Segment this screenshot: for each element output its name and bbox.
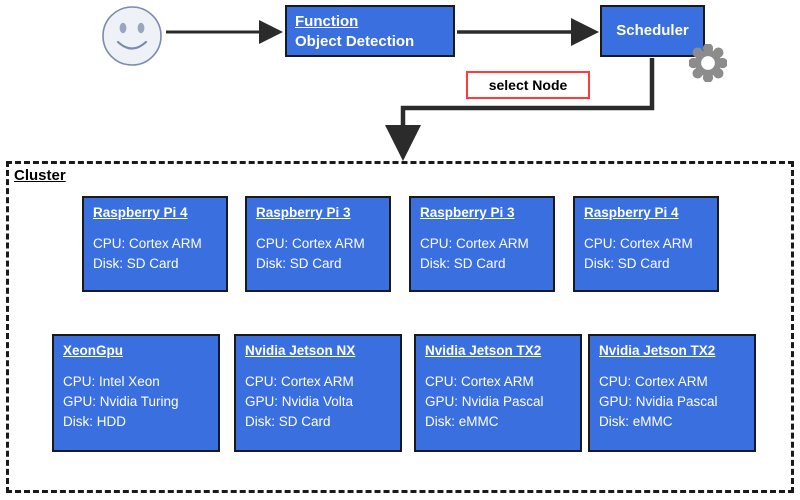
node-specs: CPU: Cortex ARM Disk: SD Card (256, 234, 381, 274)
gear-icon (689, 44, 727, 82)
function-box[interactable]: Function Object Detection (285, 5, 455, 57)
cluster-node-box[interactable]: Nvidia Jetson TX2 CPU: Cortex ARM GPU: N… (588, 334, 756, 452)
cluster-node-box[interactable]: Nvidia Jetson TX2 CPU: Cortex ARM GPU: N… (414, 334, 582, 452)
node-spec: CPU: Intel Xeon (63, 374, 160, 389)
node-title: XeonGpu (63, 343, 123, 358)
node-title: Raspberry Pi 4 (93, 205, 188, 220)
node-spec: CPU: Cortex ARM (599, 374, 708, 389)
node-title: Nvidia Jetson NX (245, 343, 356, 358)
node-title: Raspberry Pi 3 (256, 205, 351, 220)
node-title: Nvidia Jetson TX2 (425, 343, 542, 358)
node-spec: GPU: Nvidia Pascal (425, 394, 544, 409)
scheduler-title: Scheduler (616, 22, 689, 39)
node-spec: CPU: Cortex ARM (420, 236, 529, 251)
node-spec: GPU: Nvidia Volta (245, 394, 354, 409)
node-spec: Disk: HDD (63, 414, 126, 429)
cluster-node-box[interactable]: Raspberry Pi 3 CPU: Cortex ARM Disk: SD … (409, 196, 555, 292)
node-spec: Disk: eMMC (425, 414, 499, 429)
node-spec: Disk: SD Card (420, 256, 506, 271)
node-title: Nvidia Jetson TX2 (599, 343, 716, 358)
function-subtitle: Object Detection (295, 33, 415, 50)
cluster-container (6, 161, 794, 493)
cluster-node-box[interactable]: XeonGpu CPU: Intel Xeon GPU: Nvidia Turi… (52, 334, 220, 452)
node-title: Raspberry Pi 4 (584, 205, 679, 220)
node-specs: CPU: Cortex ARM GPU: Nvidia Pascal Disk:… (425, 372, 572, 432)
node-specs: CPU: Intel Xeon GPU: Nvidia Turing Disk:… (63, 372, 210, 432)
cluster-node-box[interactable]: Raspberry Pi 3 CPU: Cortex ARM Disk: SD … (245, 196, 391, 292)
cluster-node-box[interactable]: Raspberry Pi 4 CPU: Cortex ARM Disk: SD … (82, 196, 228, 292)
scheduler-box[interactable]: Scheduler (600, 5, 705, 57)
node-specs: CPU: Cortex ARM Disk: SD Card (420, 234, 545, 274)
node-specs: CPU: Cortex ARM Disk: SD Card (584, 234, 709, 274)
node-spec: Disk: SD Card (93, 256, 179, 271)
cluster-node-box[interactable]: Nvidia Jetson NX CPU: Cortex ARM GPU: Nv… (234, 334, 402, 452)
select-node-text: select Node (488, 77, 568, 93)
node-spec: CPU: Cortex ARM (93, 236, 202, 251)
select-node-label: select Node (466, 71, 590, 99)
node-specs: CPU: Cortex ARM GPU: Nvidia Pascal Disk:… (599, 372, 746, 432)
cluster-label: Cluster (14, 167, 66, 184)
node-spec: Disk: eMMC (599, 414, 673, 429)
node-spec: CPU: Cortex ARM (256, 236, 365, 251)
node-spec: CPU: Cortex ARM (584, 236, 693, 251)
node-specs: CPU: Cortex ARM GPU: Nvidia Volta Disk: … (245, 372, 392, 432)
node-spec: Disk: SD Card (245, 414, 331, 429)
node-spec: GPU: Nvidia Pascal (599, 394, 718, 409)
cluster-node-box[interactable]: Raspberry Pi 4 CPU: Cortex ARM Disk: SD … (573, 196, 719, 292)
node-spec: GPU: Nvidia Turing (63, 394, 179, 409)
node-title: Raspberry Pi 3 (420, 205, 515, 220)
node-spec: Disk: SD Card (584, 256, 670, 271)
node-specs: CPU: Cortex ARM Disk: SD Card (93, 234, 218, 274)
node-spec: Disk: SD Card (256, 256, 342, 271)
node-spec: CPU: Cortex ARM (245, 374, 354, 389)
function-title: Function (295, 13, 359, 30)
node-spec: CPU: Cortex ARM (425, 374, 534, 389)
smiley-face-icon (102, 6, 162, 66)
